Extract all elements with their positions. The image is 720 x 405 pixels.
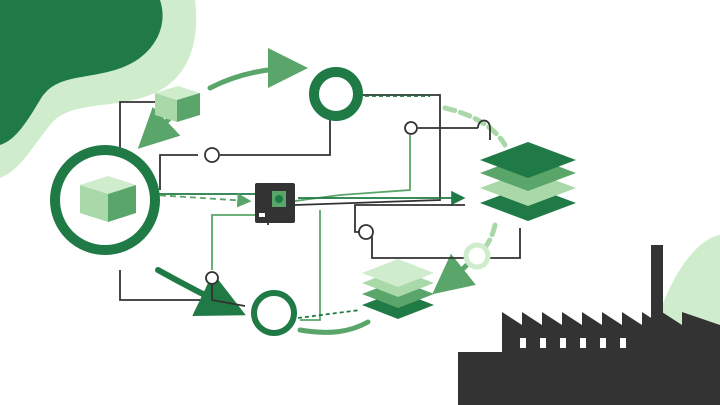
- flow-arrow-bottom: [297, 319, 371, 335]
- ring-node-right: [463, 242, 491, 270]
- flow-arrow-top-right: [442, 105, 508, 148]
- cube-icon: [80, 176, 136, 222]
- ring-node-bottom: [251, 290, 297, 336]
- flow-arrow-to-small-stack: [432, 253, 476, 295]
- connector-lines: [119, 94, 521, 321]
- junction-nodes: [204, 121, 418, 285]
- factory-silhouette-icon: [458, 245, 720, 405]
- ring-node-icon: [309, 67, 363, 121]
- small-cube-icon: [155, 86, 200, 122]
- blob-shape-top-left: [0, 0, 197, 178]
- layer-stack-icon: [480, 142, 576, 221]
- main-cube-node: [50, 145, 160, 255]
- small-layer-stack-icon: [362, 259, 434, 319]
- flow-arrow-top: [207, 48, 308, 91]
- processor-chip-icon: [255, 183, 295, 223]
- flow-arrow-to-cube: [137, 106, 181, 149]
- flow-arrow-bottom-left: [155, 267, 246, 317]
